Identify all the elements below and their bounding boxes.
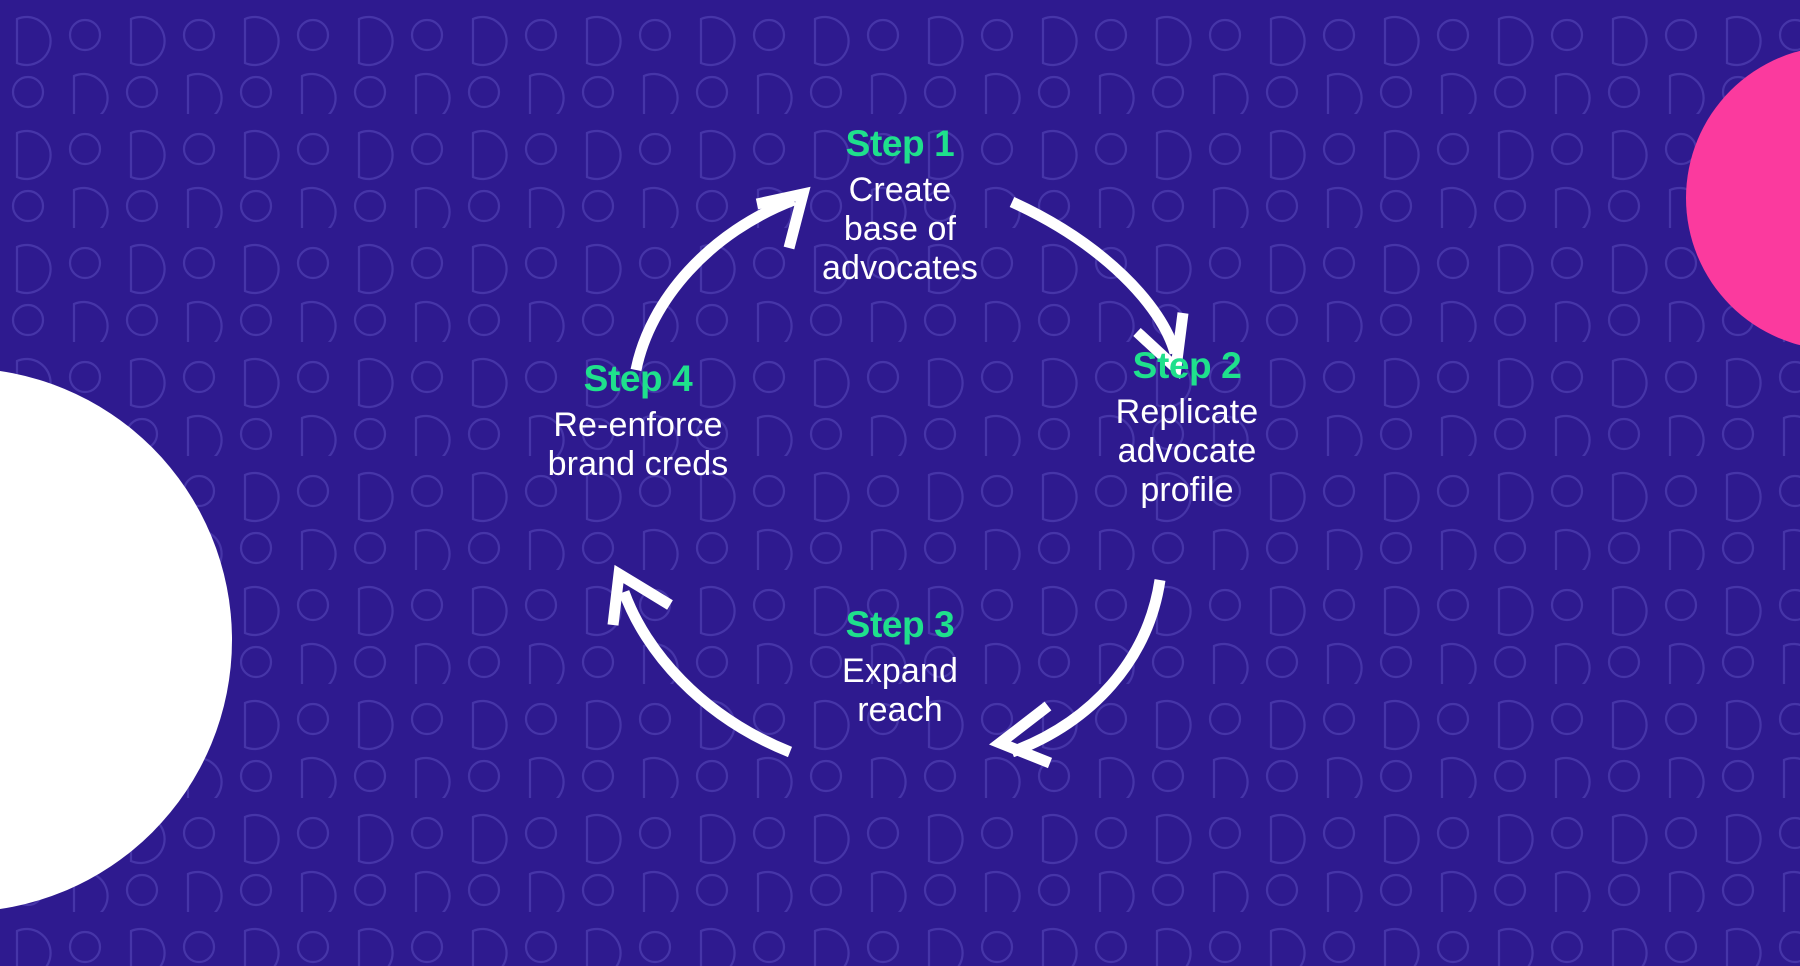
step-1-desc-line-1: Create [848, 171, 952, 209]
step-3-desc-line-1: Expand [842, 652, 958, 690]
arrow-step-4-to-step-1 [630, 186, 811, 372]
step-2-desc-line-2: advocate [1117, 431, 1257, 470]
step-3-desc-line-2: reach [857, 690, 943, 729]
step-2-title: Step 2 [1132, 345, 1242, 386]
step-2-desc-line-1: Replicate [1115, 393, 1259, 431]
step-2-description: Replicate advocate profile [1116, 393, 1259, 509]
arrow-step-1-to-step-2 [1009, 196, 1189, 380]
pink-circle-decoration [1686, 50, 1800, 346]
step-node-4[interactable]: Step 4 Re-enforce brand creds [548, 360, 729, 484]
step-1-desc-line-3: advocates [822, 248, 978, 287]
step-4-desc-line-2: brand creds [547, 444, 729, 483]
step-1-title: Step 1 [845, 123, 955, 164]
arrow-step-2-to-step-3 [989, 579, 1166, 769]
step-node-2[interactable]: Step 2 Replicate advocate profile [1116, 347, 1259, 509]
step-node-3[interactable]: Step 3 Expand reach [842, 606, 958, 730]
step-4-description: Re-enforce brand creds [548, 406, 729, 484]
step-2-desc-line-3: profile [1140, 470, 1234, 509]
step-3-description: Expand reach [842, 652, 958, 730]
step-node-1[interactable]: Step 1 Create base of advocates [822, 125, 978, 287]
step-4-desc-line-1: Re-enforce [553, 406, 723, 444]
step-3-title: Step 3 [845, 604, 955, 645]
step-4-title: Step 4 [583, 358, 693, 399]
step-1-description: Create base of advocates [822, 171, 978, 287]
step-1-desc-line-2: base of [843, 209, 957, 248]
arrow-step-3-to-step-4 [607, 564, 793, 758]
white-circle-decoration [0, 371, 232, 909]
